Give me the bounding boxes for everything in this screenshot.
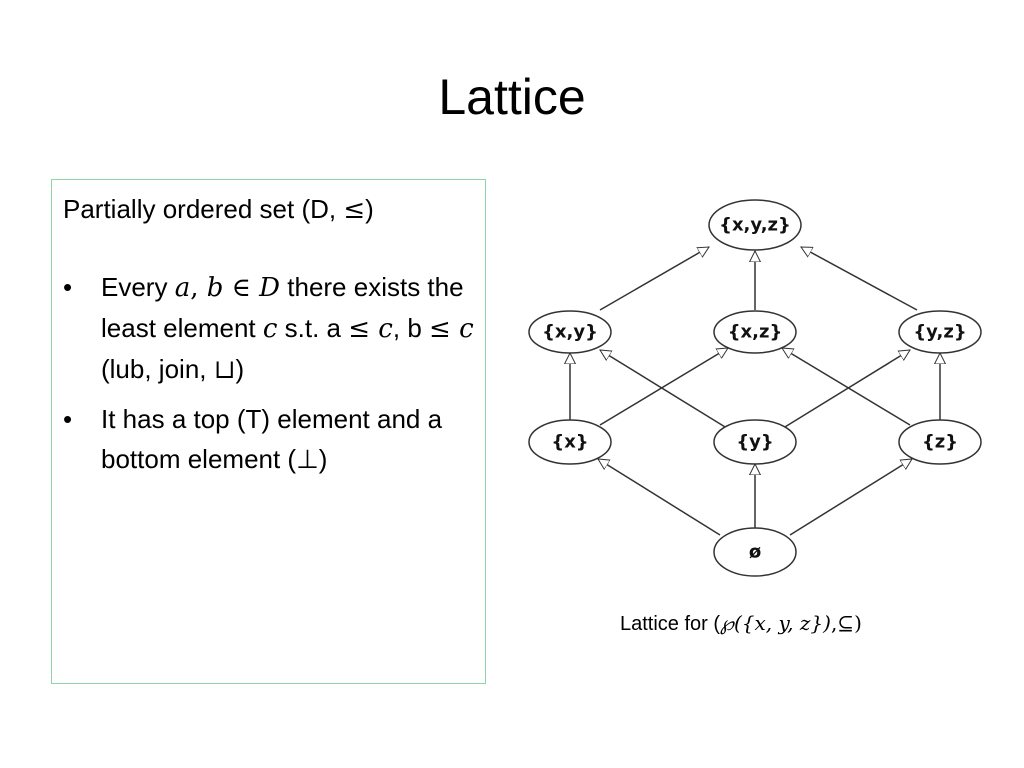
edge-z-xz: [782, 347, 911, 426]
caption-set: ({x, y, z}): [734, 611, 831, 635]
math-b: b: [198, 273, 224, 303]
bullet-text: there exists the least element: [101, 272, 464, 343]
content-text-box: Partially ordered set (D, ≤) • Every a , …: [51, 179, 486, 684]
bullet-list: • Every a, b ∈ D there exists the least …: [63, 267, 475, 479]
math-a: a: [174, 273, 191, 303]
bullet-text: , b: [392, 313, 430, 343]
node-label-z: {z}: [922, 432, 958, 453]
node-label-xyz: {x,y,z}: [719, 215, 791, 236]
lattice-diagram: {x,y,z} {x,y} {x,z} {y,z} {x} {y} {z} ø: [528, 199, 982, 577]
join-symbol: ⊔: [213, 355, 236, 385]
node-x: [528, 419, 612, 465]
math-c: c: [370, 314, 393, 344]
node-xz: [713, 310, 797, 354]
node-empty: [713, 527, 797, 577]
bullet-text: (lub, join,: [101, 354, 214, 384]
powerset-symbol: ℘: [720, 611, 734, 635]
node-xy: [528, 310, 612, 354]
math-comma: ,: [190, 273, 199, 303]
bullet-text: It has a top (T) element and a bottom el…: [101, 404, 443, 474]
leq-symbol: ≤: [343, 195, 366, 225]
caption-subset: ,⊆): [830, 611, 862, 635]
edge-y-xy: [600, 349, 731, 431]
edge-x-xz: [599, 347, 728, 426]
intro-text: Partially ordered set (D,: [63, 194, 344, 224]
slide-title: Lattice: [438, 69, 586, 125]
bullet-text: ): [235, 354, 245, 384]
intro-line: Partially ordered set (D, ≤): [63, 192, 475, 227]
node-label-x: {x}: [551, 432, 588, 453]
edge-empty-z: [789, 458, 912, 536]
element-of-symbol: ∈: [223, 273, 260, 303]
intro-close: ): [365, 194, 374, 224]
node-label-xy: {x,y}: [542, 322, 598, 343]
node-z: [898, 419, 982, 465]
leq-symbol: ≤: [429, 314, 451, 344]
node-label-yz: {y,z}: [913, 322, 966, 343]
diagram-caption: Lattice for (℘({x, y, z}),⊆): [620, 608, 862, 639]
node-label-xz: {x,z}: [728, 322, 783, 343]
bullet-lub: • Every a, b ∈ D there exists the least …: [63, 267, 475, 390]
edge-yz-xyz: [801, 246, 918, 311]
bullet-mark: •: [63, 272, 73, 302]
bullet-top-bottom: • It has a top (T) element and a bottom …: [63, 399, 475, 479]
math-c: c: [450, 314, 474, 344]
node-yz: [898, 310, 982, 354]
bullet-mark: •: [63, 404, 73, 434]
math-c: c: [262, 314, 278, 344]
bullet-text: s.t. a: [277, 313, 349, 343]
math-D: D: [259, 273, 281, 303]
node-label-empty: ø: [749, 542, 761, 563]
bullet-text: Every: [101, 272, 175, 302]
node-xyz: [708, 199, 802, 251]
edge-xy-xyz: [599, 246, 709, 311]
caption-text: Lattice for (: [620, 613, 721, 635]
edge-y-yz: [779, 349, 910, 431]
leq-symbol: ≤: [348, 314, 371, 344]
node-y: [713, 419, 797, 465]
node-label-y: {y}: [736, 432, 773, 453]
edge-empty-x: [598, 458, 721, 536]
